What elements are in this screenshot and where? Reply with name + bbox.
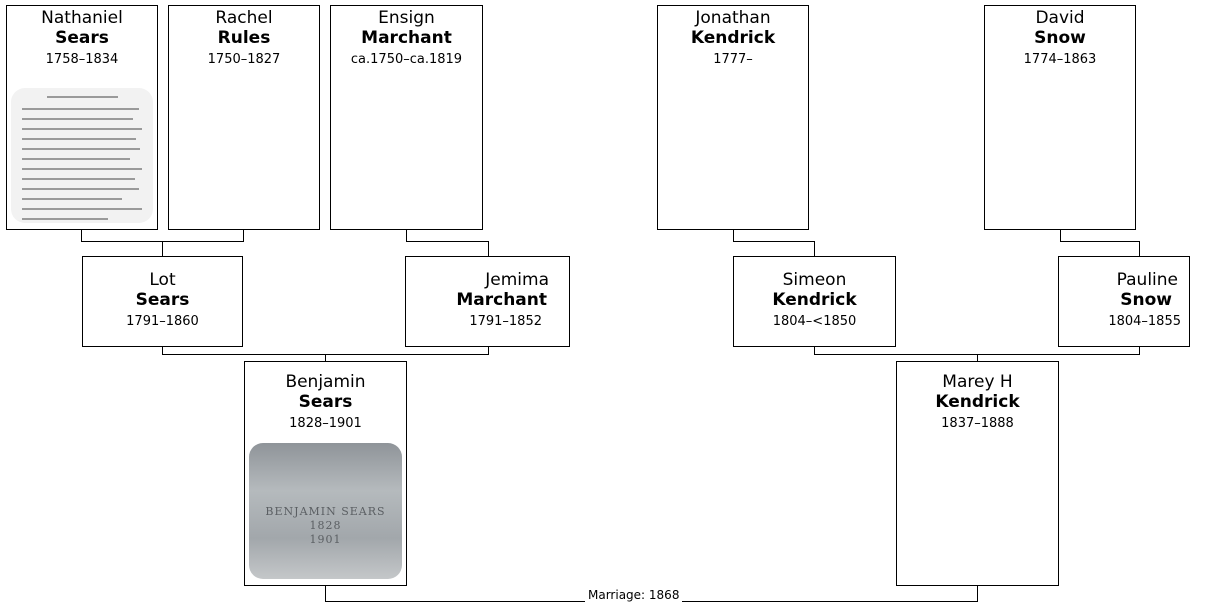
- connector-line: [81, 230, 82, 242]
- person-card-pauline-snow[interactable]: Pauline Snow 1804–1855: [1058, 256, 1190, 347]
- life-dates: ca.1750–ca.1819: [350, 52, 463, 67]
- person-card-jonathan-kendrick[interactable]: Jonathan Kendrick 1777–: [657, 5, 809, 230]
- surname: Sears: [298, 392, 353, 412]
- connector-line: [162, 241, 163, 256]
- given-name: Marey H: [942, 372, 1013, 392]
- connector-line: [243, 230, 244, 242]
- connector-line: [488, 347, 489, 355]
- person-card-jemima-marchant[interactable]: Jemima Marchant 1791–1852: [405, 256, 570, 347]
- inscription-line: 1828: [309, 519, 342, 532]
- person-card-lot-sears[interactable]: Lot Sears 1791–1860: [82, 256, 243, 347]
- given-name: Rachel: [215, 8, 273, 28]
- surname: Marchant: [456, 290, 547, 310]
- given-name: Lot: [149, 270, 176, 290]
- given-name: Benjamin: [285, 372, 366, 392]
- given-name: Nathaniel: [41, 8, 123, 28]
- gravestone-photo[interactable]: BENJAMIN SEARS 1828 1901: [249, 443, 402, 579]
- inscription-line: 1901: [309, 533, 342, 546]
- life-dates: 1777–: [713, 52, 753, 67]
- connector-line: [1139, 347, 1140, 355]
- person-card-rachel-rules[interactable]: Rachel Rules 1750–1827: [168, 5, 320, 230]
- person-card-david-snow[interactable]: David Snow 1774–1863: [984, 5, 1136, 230]
- connector-line: [406, 230, 407, 242]
- surname: Snow: [1120, 290, 1172, 310]
- connector-line: [733, 241, 815, 242]
- connector-line: [406, 241, 489, 242]
- life-dates: 1837–1888: [941, 416, 1014, 431]
- connector-line: [162, 347, 163, 355]
- person-card-benjamin-sears[interactable]: Benjamin Sears 1828–1901 BENJAMIN SEARS …: [244, 361, 407, 586]
- given-name: Ensign: [378, 8, 435, 28]
- given-name: Pauline: [1116, 270, 1178, 290]
- person-card-nathaniel-sears[interactable]: Nathaniel Sears 1758–1834: [6, 5, 158, 230]
- connector-line: [488, 241, 489, 256]
- connector-line: [1060, 230, 1061, 242]
- life-dates: 1828–1901: [289, 416, 362, 431]
- surname: Sears: [135, 290, 190, 310]
- connector-line: [1060, 241, 1140, 242]
- life-dates: 1758–1834: [45, 52, 119, 67]
- connector-line: [1139, 241, 1140, 256]
- person-card-simeon-kendrick[interactable]: Simeon Kendrick 1804–<1850: [733, 256, 896, 347]
- life-dates: 1804–1855: [1108, 314, 1181, 329]
- document-photo[interactable]: [11, 88, 153, 223]
- person-card-ensign-marchant[interactable]: Ensign Marchant ca.1750–ca.1819: [330, 5, 483, 230]
- surname: Sears: [55, 28, 109, 48]
- connector-line: [977, 354, 978, 361]
- inscription-line: BENJAMIN SEARS: [265, 505, 386, 518]
- life-dates: 1791–1852: [469, 314, 542, 329]
- connector-line: [325, 354, 326, 361]
- surname: Rules: [217, 28, 271, 48]
- person-card-marey-kendrick[interactable]: Marey H Kendrick 1837–1888: [896, 361, 1059, 586]
- life-dates: 1750–1827: [207, 52, 281, 67]
- surname: Marchant: [361, 28, 452, 48]
- given-name: Simeon: [782, 270, 847, 290]
- connector-line: [733, 230, 734, 242]
- connector-line: [814, 347, 815, 355]
- connector-line: [814, 241, 815, 256]
- given-name: Jonathan: [695, 8, 771, 28]
- marriage-line: [977, 586, 978, 602]
- life-dates: 1804–<1850: [772, 314, 857, 329]
- given-name: Jemima: [485, 270, 549, 290]
- life-dates: 1774–1863: [1023, 52, 1097, 67]
- marriage-label: Marriage: 1868: [585, 588, 683, 602]
- surname: Kendrick: [772, 290, 857, 310]
- marriage-line: [325, 586, 326, 602]
- life-dates: 1791–1860: [126, 314, 199, 329]
- surname: Snow: [1034, 28, 1086, 48]
- given-name: David: [1035, 8, 1085, 28]
- surname: Kendrick: [690, 28, 776, 48]
- surname: Kendrick: [935, 392, 1020, 412]
